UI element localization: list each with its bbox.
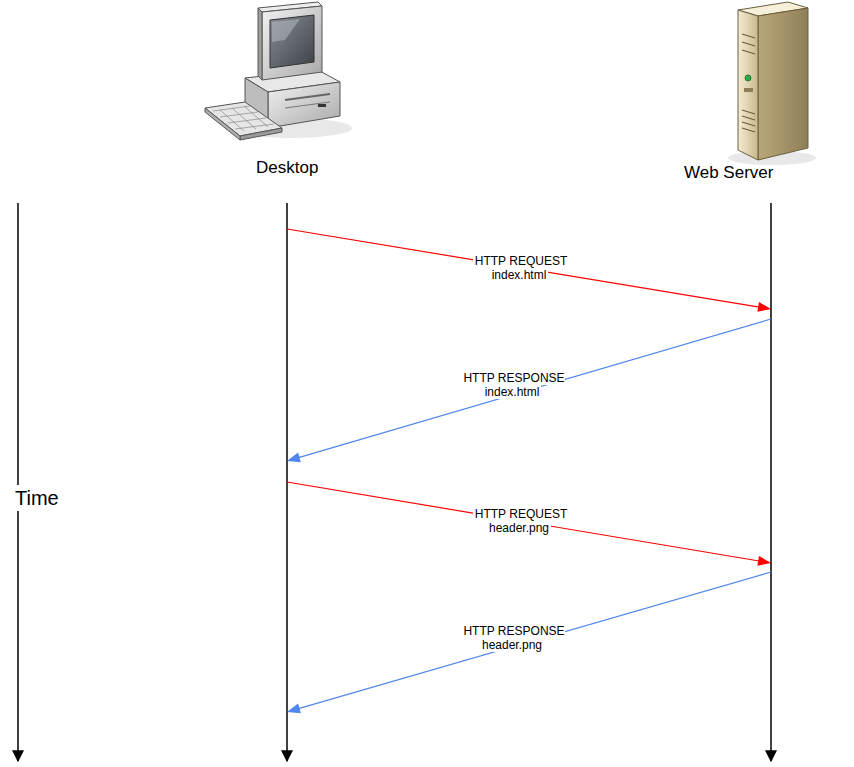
actor-name: Web Server [684,163,773,183]
message-label-box: HTTP REQUEST index.html [464,254,576,282]
message-label-box: HTTP RESPONSE index.html [457,371,569,399]
lifeline [770,203,772,761]
axis-label: Time [15,485,59,511]
message-label: HTTP REQUEST index.html [473,254,567,282]
message-label-box: HTTP RESPONSE header.png [457,624,569,652]
message-arrow [287,229,771,312]
message-label: HTTP RESPONSE index.html [461,371,564,399]
desktop-icon [205,2,352,140]
message-arrow [287,572,771,713]
message-label: HTTP REQUEST header.png [473,507,567,535]
actor-label: Desktop [256,158,318,178]
actor-name: Desktop [256,158,318,178]
time-axis [17,203,19,761]
message-label-box: HTTP REQUEST header.png [464,507,576,535]
message-label: HTTP RESPONSE header.png [461,624,564,652]
actor-label: Web Server [684,163,773,183]
server-icon [728,2,816,165]
message-arrow [287,319,771,462]
message-arrow [287,482,771,566]
